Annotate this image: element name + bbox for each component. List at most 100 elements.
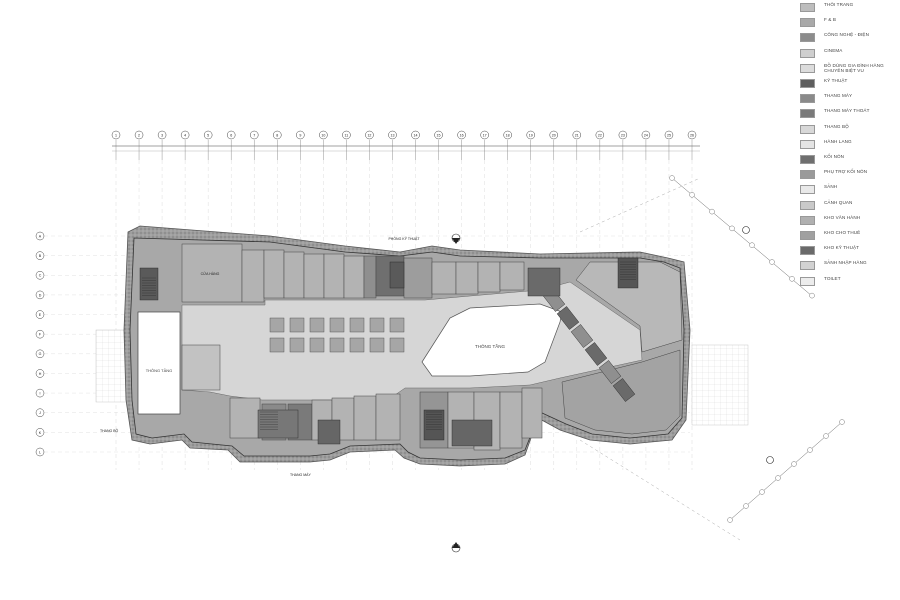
grid-column-label: 24	[644, 134, 648, 138]
grid-column-bubble	[687, 130, 697, 140]
grid-row-bubble	[35, 388, 45, 398]
diagonal-grid	[579, 175, 845, 541]
legend-label: THANG BỘ	[824, 123, 849, 129]
legend-swatch	[800, 261, 815, 271]
grid-column-bubble	[572, 130, 582, 140]
grid-column-label: 16	[460, 134, 464, 138]
grid-row-bubble	[35, 428, 45, 437]
legend-item: KỸ THUẬT	[800, 78, 900, 93]
grid-row-label: I	[40, 391, 41, 395]
grid-row-label: B	[39, 254, 42, 258]
grid-column-label: 21	[575, 134, 579, 138]
legend-item: CẢNH QUAN	[800, 199, 900, 215]
grid-column-bubble	[180, 130, 190, 140]
kiosk	[369, 317, 385, 333]
grid-column-bubble	[296, 130, 305, 140]
legend-item: HÀNH LANG	[800, 138, 900, 154]
grid-column-bubble	[249, 130, 259, 140]
stair-label: THANG BỘ	[100, 428, 119, 433]
legend-item: TOILET	[800, 276, 900, 291]
shop-label: CỬA HÀNG	[201, 271, 220, 276]
legend-item: PHỤ TRỢ KỐI NÓN	[800, 169, 900, 184]
legend-item: SẢNH NHẬP HÀNG	[800, 260, 900, 275]
legend-item: KHO KỸ THUẬT	[800, 245, 900, 260]
legend-label: KHO KỸ THUẬT	[824, 245, 860, 251]
grid-column-label: 12	[367, 134, 371, 138]
legend-swatch	[800, 155, 815, 164]
grid-row-label: K	[39, 431, 42, 435]
legend-swatch	[800, 215, 815, 225]
legend-label: KHO VĂN HÀNH	[824, 214, 861, 220]
grid-row-bubble	[35, 329, 45, 339]
legend-item: SẢNH	[800, 184, 900, 199]
stair-hatch	[142, 261, 636, 430]
grid-column-label: 11	[345, 134, 349, 138]
grid-row-bubble	[35, 408, 45, 417]
legend-swatch	[800, 33, 815, 43]
grid-column-label: 8	[276, 134, 278, 138]
grid-row-label: L	[39, 450, 41, 454]
legend-label: CẢNH QUAN	[824, 199, 853, 205]
grid-column-bubble	[526, 130, 535, 140]
grid-column-label: 23	[621, 134, 625, 138]
legend-swatch	[800, 3, 815, 12]
legend-swatch	[800, 231, 815, 240]
grid-column-bubble	[457, 130, 466, 140]
grid-row-bubble	[35, 251, 45, 260]
grid-column-bubble	[618, 130, 628, 140]
legend-label: PHỤ TRỢ KỐI NÓN	[824, 169, 868, 175]
atrium-void	[421, 303, 563, 377]
grid-column-label: 10	[321, 134, 325, 138]
grid-column-label: 13	[390, 134, 394, 138]
legend-swatch	[800, 94, 815, 104]
grid-row-bubble	[35, 231, 45, 241]
legend-label: THÔI TRANG	[824, 2, 854, 7]
legend-label: HÀNH LANG	[824, 138, 852, 144]
shops-top	[181, 243, 525, 303]
legend-label: THANG MÁY THOÁT	[824, 108, 870, 114]
grid-row-label: F	[39, 333, 42, 337]
legend-item: ĐỒ DÙNG GIA ĐÌNH HÀNG CHUYÊN BIỆT VU	[800, 63, 900, 78]
kiosk	[309, 317, 325, 333]
legend-swatch	[800, 170, 815, 180]
legend-item: THANG BỘ	[800, 123, 900, 139]
grid-column-label: 6	[230, 134, 232, 138]
legend-swatch	[800, 109, 815, 119]
diagonal-shop	[584, 342, 608, 366]
grid-column-label: 9	[299, 134, 301, 138]
legend-label: CINEMA	[824, 47, 843, 53]
grid-column-bubble	[134, 130, 144, 140]
legend-swatch	[800, 276, 815, 286]
grid-column-bubble	[549, 130, 559, 140]
grid-column-label: 18	[506, 134, 510, 138]
grid-column-bubble	[480, 130, 489, 140]
grid-row-bubble	[35, 271, 45, 280]
grid-column-label: 14	[414, 134, 418, 138]
kiosk	[269, 317, 285, 333]
grid-column-bubble	[411, 130, 420, 140]
legend-swatch	[800, 139, 815, 149]
grid-column-label: 4	[184, 134, 186, 138]
legend-item: THANG MÁY THOÁT	[800, 108, 900, 123]
legend-label: KỸ THUẬT	[824, 78, 848, 83]
dimension-line	[112, 145, 700, 152]
tech-room-label: PHÒNG KỸ THUẬT	[388, 236, 420, 241]
grid-row-bubble	[35, 290, 45, 300]
grid-row-label: A	[39, 234, 42, 238]
legend-item: THÔI TRANG	[800, 2, 900, 17]
grid-column-label: 25	[667, 134, 671, 138]
legend-label: KHO CHO THUÊ	[824, 230, 861, 235]
kiosk	[349, 317, 365, 333]
canopy-right	[691, 344, 749, 426]
grid-row-label: D	[39, 293, 42, 297]
diagonal-shop	[570, 324, 594, 348]
grid-column-bubble	[664, 130, 674, 140]
grid-column-bubble	[595, 130, 605, 140]
grid-column-bubble	[388, 130, 397, 140]
legend-item: KHO CHO THUÊ	[800, 230, 900, 245]
kiosk	[369, 337, 385, 353]
grid-column-label: 22	[598, 134, 602, 138]
legend-swatch	[800, 79, 815, 88]
grid-column-label: 15	[437, 134, 441, 138]
grid-column-bubble	[641, 130, 651, 140]
